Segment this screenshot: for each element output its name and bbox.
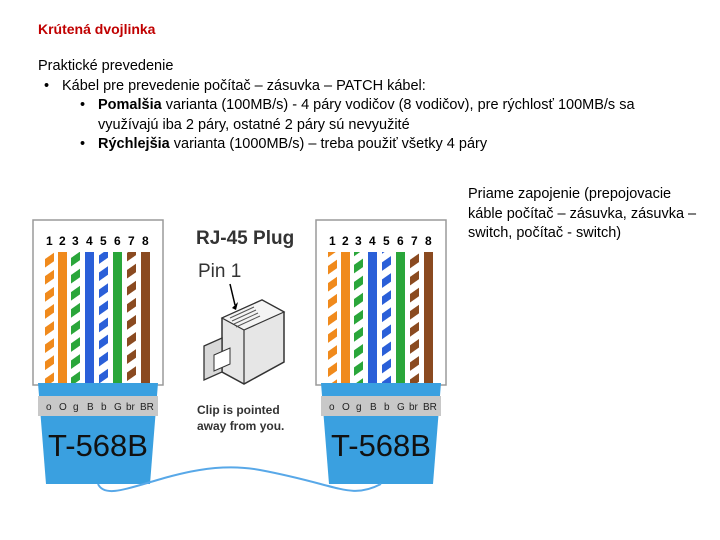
right-wire-5: [382, 252, 391, 385]
left-pin-numbers: 1 2 3 4 5 6 7 8: [46, 234, 149, 248]
left-wires: [45, 252, 150, 385]
plug-clip-window: [213, 347, 231, 372]
right-code-3: g: [356, 402, 362, 413]
straight-wiring-caption: Priame zapojenie (prepojovacie káble poč…: [468, 186, 697, 241]
right-color-code-strip: [321, 396, 441, 416]
right-wire-2: [341, 252, 350, 385]
clip-note-line-2: away from you.: [197, 419, 284, 433]
bullet-patch-cable: •Kábel pre prevedenie počítač – zásuvka …: [44, 77, 426, 94]
left-wire-6: [113, 252, 122, 385]
left-pin-7: 7: [128, 234, 135, 248]
plug-title: RJ-45 Plug: [196, 228, 294, 249]
left-code-2: O: [59, 402, 67, 413]
right-pin-7: 7: [411, 234, 418, 248]
right-color-codes: o O g B b G br BR: [329, 402, 437, 413]
right-code-6: G: [397, 402, 405, 413]
left-wire-2: [58, 252, 67, 385]
right-wire-6: [396, 252, 405, 385]
sub-bullet-slow-text: varianta (100MB/s) - 4 páry vodičov (8 v…: [98, 97, 635, 133]
right-pin-2: 2: [342, 234, 349, 248]
left-pin-8: 8: [142, 234, 149, 248]
slide-body: Praktické prevedenie •Kábel pre preveden…: [38, 57, 698, 155]
right-wire-8: [424, 252, 433, 385]
right-pin-5: 5: [383, 234, 390, 248]
left-code-6: G: [114, 402, 122, 413]
right-code-5: b: [384, 402, 390, 413]
right-wire-7: [410, 252, 419, 385]
sub-bullet-fast-bold: Rýchlejšia: [98, 136, 170, 152]
sub-bullet-slow-bold: Pomalšia: [98, 97, 162, 113]
right-code-7: br: [409, 402, 419, 413]
section-heading: Praktické prevedenie: [38, 58, 174, 74]
right-pin-8: 8: [425, 234, 432, 248]
pin1-label: Pin 1: [198, 261, 241, 282]
sub-bullet-slow: •Pomalšia varianta (100MB/s) - 4 páry vo…: [80, 97, 635, 133]
right-pin-3: 3: [355, 234, 362, 248]
right-wire-3: [354, 252, 363, 385]
left-pin-5: 5: [100, 234, 107, 248]
right-pin-1: 1: [329, 234, 336, 248]
right-wire-4: [368, 252, 377, 385]
left-code-8: BR: [140, 402, 154, 413]
left-pin-1: 1: [46, 234, 53, 248]
right-wires: [328, 252, 433, 385]
clip-note-line-1: Clip is pointed: [197, 403, 280, 417]
left-code-7: br: [126, 402, 136, 413]
right-code-1: o: [329, 402, 335, 413]
sub-bullet-fast-text: varianta (1000MB/s) – treba použiť všetk…: [169, 136, 488, 152]
right-pin-4: 4: [369, 234, 376, 248]
pin1-arrow: [229, 283, 236, 306]
left-pin-3: 3: [72, 234, 79, 248]
left-pin-4: 4: [86, 234, 93, 248]
left-color-code-strip: [38, 396, 158, 416]
left-wire-5: [99, 252, 108, 385]
bullet-patch-cable-text: Kábel pre prevedenie počítač – zásuvka –…: [62, 77, 426, 94]
left-code-5: b: [101, 402, 107, 413]
rj45-plug-illustration: RJ-45 Plug Pin 1 Clip is pointed away fr…: [196, 228, 294, 433]
right-standard-label: T-568B: [331, 428, 431, 463]
left-pin-6: 6: [114, 234, 121, 248]
left-code-4: B: [87, 402, 94, 413]
pin1-arrow-head: [232, 302, 238, 310]
left-wire-1: [45, 252, 54, 385]
plug-contacts: [229, 306, 261, 328]
left-standard-label: T-568B: [48, 428, 148, 463]
right-pin-6: 6: [397, 234, 404, 248]
left-pin-2: 2: [59, 234, 66, 248]
right-code-4: B: [370, 402, 377, 413]
left-code-1: o: [46, 402, 52, 413]
right-wire-1: [328, 252, 337, 385]
sub-bullet-fast: •Rýchlejšia varianta (1000MB/s) – treba …: [80, 136, 488, 152]
right-code-2: O: [342, 402, 350, 413]
left-wire-3: [71, 252, 80, 385]
patch-cable-loop: [97, 466, 382, 493]
left-color-codes: o O g B b G br BR: [46, 402, 154, 413]
left-wire-4: [85, 252, 94, 385]
right-connector: 1 2 3 4 5 6 7 8 o O g B b G br: [315, 219, 447, 484]
left-code-3: g: [73, 402, 79, 413]
slide-title: Krútená dvojlinka: [38, 21, 156, 37]
left-wire-8: [141, 252, 150, 385]
left-connector: 1 2 3 4 5 6 7 8 o O g B b G br: [32, 219, 164, 484]
left-wire-7: [127, 252, 136, 385]
right-code-8: BR: [423, 402, 437, 413]
right-pin-numbers: 1 2 3 4 5 6 7 8: [329, 234, 432, 248]
